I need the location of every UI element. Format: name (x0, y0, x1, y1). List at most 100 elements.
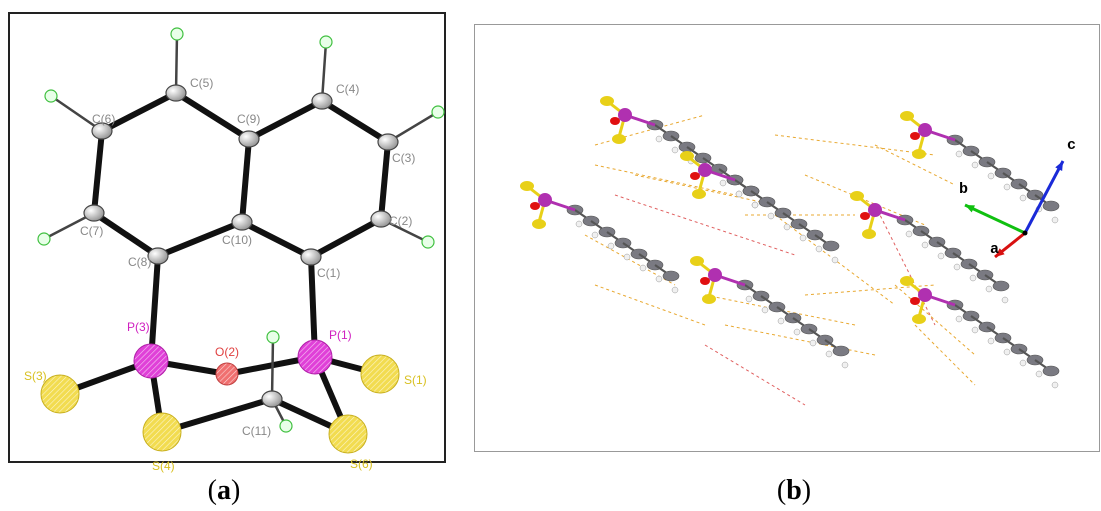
label-s4: S(4) (152, 459, 175, 473)
bonds (42, 32, 440, 437)
molecule (600, 96, 760, 209)
atom-p3 (133, 343, 169, 379)
molecule (680, 151, 840, 264)
atom-h8 (279, 419, 293, 433)
atom-s (900, 276, 914, 286)
atom-h (937, 252, 945, 260)
packing-diagram: cba (520, 96, 1076, 406)
atom-h (1051, 381, 1059, 389)
atom-h6 (37, 232, 51, 246)
atom-h (793, 328, 801, 336)
bond-c6-c7 (91, 128, 105, 216)
bond-c1-c2 (308, 216, 384, 260)
caption-a: (a) (207, 475, 241, 506)
atom-c5 (165, 84, 187, 102)
atom-h (969, 274, 977, 282)
atom-h (809, 339, 817, 347)
atom-h (745, 295, 753, 303)
atom-h (575, 220, 583, 228)
atom-c11 (261, 390, 283, 408)
atom-o (910, 297, 920, 305)
contact-line (704, 344, 806, 406)
bond-c11-h7 (270, 335, 275, 401)
atom-o (910, 132, 920, 140)
bond-c4-h2 (320, 40, 328, 103)
atom-h (971, 161, 979, 169)
atom-c (662, 270, 680, 282)
label-s3: S(3) (24, 369, 47, 383)
contact-line (894, 284, 976, 356)
atom-h (987, 337, 995, 345)
label-c2: C(2) (389, 214, 412, 228)
molecule (690, 256, 850, 369)
atom-c4 (311, 92, 333, 110)
atom-s4 (142, 412, 182, 452)
atom-h (799, 234, 807, 242)
atom-o (700, 277, 710, 285)
molecule (900, 276, 1060, 389)
atom-o2 (215, 362, 239, 386)
contact-line (914, 324, 976, 386)
atom-h (1019, 359, 1027, 367)
atom-h3 (431, 105, 445, 119)
atom-h (671, 286, 679, 294)
bond-c2-c3 (378, 139, 391, 222)
label-c1: C(1) (317, 266, 340, 280)
atom-p (918, 123, 932, 137)
atom-h5 (421, 235, 435, 249)
atom-s (692, 189, 706, 199)
atom-c (822, 240, 840, 252)
atom-h (841, 361, 849, 369)
atom-p (868, 203, 882, 217)
contact-line (594, 284, 706, 326)
atom-c6 (91, 122, 113, 140)
bond-c8-c10 (155, 219, 245, 259)
atom-h (953, 263, 961, 271)
atom-c (992, 280, 1010, 292)
axis-triad: cba (959, 137, 1076, 259)
atom-s (680, 151, 694, 161)
label-c11: C(11) (242, 424, 271, 438)
atom-h (623, 253, 631, 261)
atom-h (761, 306, 769, 314)
bond-c6-h4 (49, 94, 104, 133)
atom-s (850, 191, 864, 201)
atom-h (987, 172, 995, 180)
bond-c9-c10 (239, 136, 252, 225)
atom-s (612, 134, 626, 144)
atom-c9 (238, 130, 260, 148)
atom-h (905, 230, 913, 238)
atom-s (520, 181, 534, 191)
atom-h (639, 264, 647, 272)
atom-c10 (231, 213, 253, 231)
atom-c (1042, 200, 1060, 212)
atom-h (815, 245, 823, 253)
bond-c8-p3 (148, 253, 161, 364)
molecule (900, 111, 1060, 224)
atom-c2 (370, 210, 392, 228)
atom-h4 (44, 89, 58, 103)
molecule (520, 181, 680, 294)
atom-c1 (300, 248, 322, 266)
axis-origin (1022, 230, 1028, 236)
bond-c5-c6 (99, 90, 179, 134)
contact-line (874, 144, 956, 186)
label-o2: O(2) (215, 345, 239, 359)
atom-p (538, 193, 552, 207)
atom-h (1001, 296, 1009, 304)
atom-h (777, 317, 785, 325)
atom-c7 (83, 204, 105, 222)
atom-c (832, 345, 850, 357)
bond-c7-c8 (91, 210, 161, 259)
atom-p (918, 288, 932, 302)
atom-p (618, 108, 632, 122)
contact-line (874, 204, 936, 326)
atom-h (655, 135, 663, 143)
atom-h (971, 326, 979, 334)
axis-b-arrow (964, 203, 1026, 235)
contact-line (704, 294, 856, 326)
label-s6: S(6) (350, 457, 373, 471)
axis-b-head (965, 205, 975, 213)
atom-s (532, 219, 546, 229)
